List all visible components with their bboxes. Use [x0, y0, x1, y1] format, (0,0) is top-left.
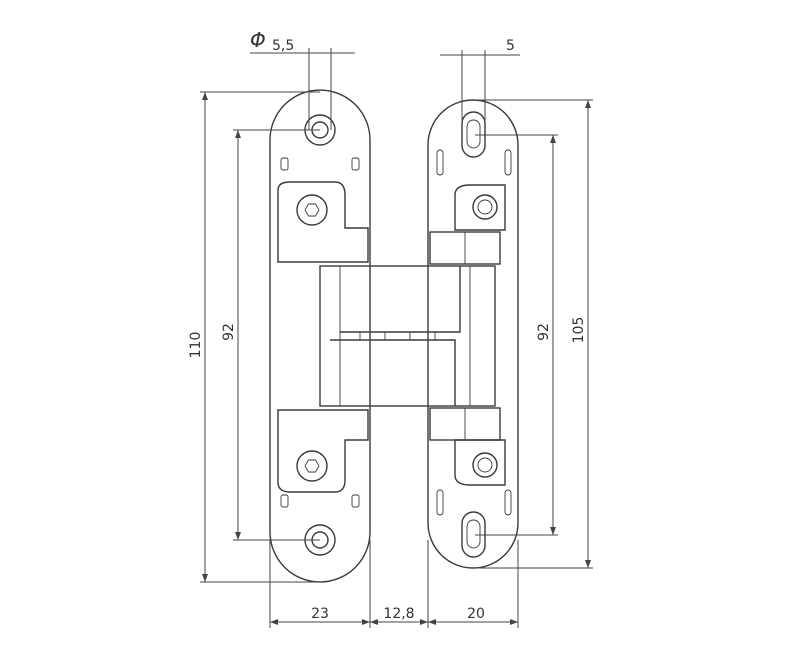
right-height-label: 105 [571, 317, 587, 344]
right-width-label: 20 [467, 606, 485, 622]
gap-width-label: 12,8 [383, 606, 414, 622]
left-spacing-label: 92 [221, 323, 237, 341]
left-height-label: 110 [188, 332, 204, 359]
right-spacing-label: 92 [536, 323, 552, 341]
hole-diameter-label: 5,5 [272, 38, 294, 54]
slot-width-label: 5 [506, 38, 515, 54]
left-width-label: 23 [311, 606, 329, 622]
hinge-body [319, 265, 496, 407]
right-plate [427, 99, 519, 569]
dimension-lines [200, 48, 593, 628]
diameter-symbol: Φ [250, 28, 266, 52]
